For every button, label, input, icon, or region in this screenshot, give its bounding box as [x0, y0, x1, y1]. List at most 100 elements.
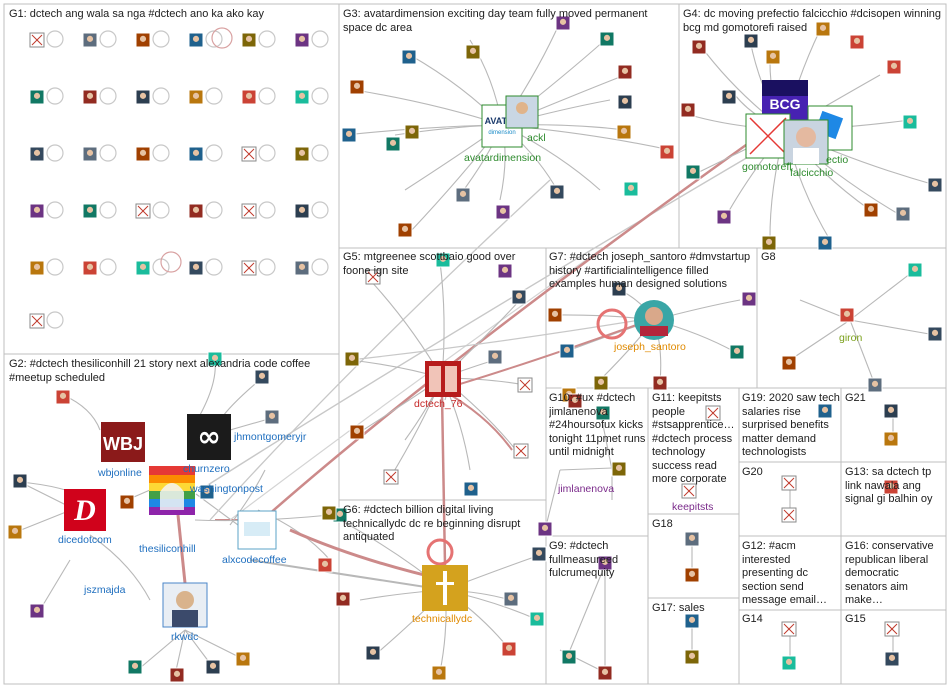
- user-avatar-node[interactable]: [188, 32, 204, 48]
- user-avatar-node[interactable]: [616, 124, 632, 140]
- user-avatar-node[interactable]: [597, 665, 613, 681]
- user-avatar-node[interactable]: [691, 39, 707, 55]
- user-avatar-node[interactable]: [907, 262, 923, 278]
- user-avatar-node[interactable]: [12, 473, 28, 489]
- user-avatar-node[interactable]: [465, 44, 481, 60]
- user-avatar-node[interactable]: [685, 164, 701, 180]
- user-avatar-node[interactable]: [397, 222, 413, 238]
- ackl-node[interactable]: [505, 95, 539, 129]
- user-avatar-node[interactable]: [383, 469, 399, 485]
- user-avatar-node[interactable]: [294, 89, 310, 105]
- user-avatar-node[interactable]: [349, 424, 365, 440]
- user-avatar-node[interactable]: [135, 89, 151, 105]
- user-avatar-node[interactable]: [684, 531, 700, 547]
- churnzero-node[interactable]: ∞: [187, 414, 231, 460]
- user-avatar-node[interactable]: [435, 252, 451, 268]
- user-avatar-node[interactable]: [401, 49, 417, 65]
- user-avatar-node[interactable]: [684, 649, 700, 665]
- user-avatar-node[interactable]: [241, 260, 257, 276]
- user-avatar-node[interactable]: [595, 405, 611, 421]
- user-avatar-node[interactable]: [82, 260, 98, 276]
- user-avatar-node[interactable]: [561, 649, 577, 665]
- user-avatar-node[interactable]: [895, 206, 911, 222]
- dicedotcom-node[interactable]: D: [64, 489, 106, 531]
- user-avatar-node[interactable]: [593, 375, 609, 391]
- user-avatar-node[interactable]: [188, 203, 204, 219]
- user-avatar-node[interactable]: [884, 621, 900, 637]
- user-avatar-node[interactable]: [680, 102, 696, 118]
- user-avatar-node[interactable]: [883, 403, 899, 419]
- user-avatar-node[interactable]: [705, 405, 721, 421]
- user-avatar-node[interactable]: [513, 443, 529, 459]
- gomotorefi-node[interactable]: [745, 113, 791, 159]
- user-avatar-node[interactable]: [365, 269, 381, 285]
- user-avatar-node[interactable]: [463, 481, 479, 497]
- user-avatar-node[interactable]: [781, 355, 797, 371]
- user-avatar-node[interactable]: [659, 144, 675, 160]
- user-avatar-node[interactable]: [254, 369, 270, 385]
- user-avatar-node[interactable]: [559, 343, 575, 359]
- user-avatar-node[interactable]: [29, 313, 45, 329]
- user-avatar-node[interactable]: [317, 557, 333, 573]
- user-avatar-node[interactable]: [241, 146, 257, 162]
- user-avatar-node[interactable]: [883, 431, 899, 447]
- user-avatar-node[interactable]: [537, 521, 553, 537]
- user-avatar-node[interactable]: [294, 146, 310, 162]
- user-avatar-node[interactable]: [902, 114, 918, 130]
- user-avatar-node[interactable]: [127, 659, 143, 675]
- user-avatar-node[interactable]: [611, 461, 627, 477]
- user-avatar-node[interactable]: [517, 377, 533, 393]
- user-avatar-node[interactable]: [684, 613, 700, 629]
- user-avatar-node[interactable]: [883, 479, 899, 495]
- user-avatar-node[interactable]: [365, 645, 381, 661]
- user-avatar-node[interactable]: [205, 659, 221, 675]
- user-avatar-node[interactable]: [188, 260, 204, 276]
- user-avatar-node[interactable]: [349, 79, 365, 95]
- user-avatar-node[interactable]: [927, 326, 943, 342]
- user-avatar-node[interactable]: [321, 505, 337, 521]
- thesiliconhill-node[interactable]: [149, 466, 195, 515]
- user-avatar-node[interactable]: [29, 32, 45, 48]
- user-avatar-node[interactable]: [599, 31, 615, 47]
- user-avatar-node[interactable]: [199, 484, 215, 500]
- user-avatar-node[interactable]: [503, 591, 519, 607]
- user-avatar-node[interactable]: [7, 524, 23, 540]
- user-avatar-node[interactable]: [82, 146, 98, 162]
- user-avatar-node[interactable]: [294, 260, 310, 276]
- user-avatar-node[interactable]: [495, 204, 511, 220]
- user-avatar-node[interactable]: [294, 203, 310, 219]
- user-avatar-node[interactable]: [884, 651, 900, 667]
- user-avatar-node[interactable]: [135, 146, 151, 162]
- user-avatar-node[interactable]: [344, 351, 360, 367]
- user-avatar-node[interactable]: [867, 377, 883, 393]
- user-avatar-node[interactable]: [531, 546, 547, 562]
- user-avatar-node[interactable]: [863, 202, 879, 218]
- alxcodecoffee-node[interactable]: [237, 510, 277, 550]
- user-avatar-node[interactable]: [119, 494, 135, 510]
- user-avatar-node[interactable]: [29, 146, 45, 162]
- user-avatar-node[interactable]: [743, 33, 759, 49]
- user-avatar-node[interactable]: [135, 260, 151, 276]
- user-avatar-node[interactable]: [617, 94, 633, 110]
- user-avatar-node[interactable]: [555, 15, 571, 31]
- user-avatar-node[interactable]: [547, 307, 563, 323]
- user-avatar-node[interactable]: [241, 89, 257, 105]
- user-avatar-node[interactable]: [455, 187, 471, 203]
- user-avatar-node[interactable]: [497, 263, 513, 279]
- user-avatar-node[interactable]: [729, 344, 745, 360]
- user-avatar-node[interactable]: [235, 651, 251, 667]
- user-avatar-node[interactable]: [29, 89, 45, 105]
- user-avatar-node[interactable]: [567, 393, 583, 409]
- user-avatar-node[interactable]: [29, 260, 45, 276]
- user-avatar-node[interactable]: [652, 375, 668, 391]
- user-avatar-node[interactable]: [207, 351, 223, 367]
- user-avatar-node[interactable]: [188, 89, 204, 105]
- user-avatar-node[interactable]: [815, 21, 831, 37]
- user-avatar-node[interactable]: [781, 621, 797, 637]
- user-avatar-node[interactable]: [404, 124, 420, 140]
- user-avatar-node[interactable]: [55, 389, 71, 405]
- user-avatar-node[interactable]: [529, 611, 545, 627]
- user-avatar-node[interactable]: [135, 32, 151, 48]
- user-avatar-node[interactable]: [817, 235, 833, 251]
- user-avatar-node[interactable]: [501, 641, 517, 657]
